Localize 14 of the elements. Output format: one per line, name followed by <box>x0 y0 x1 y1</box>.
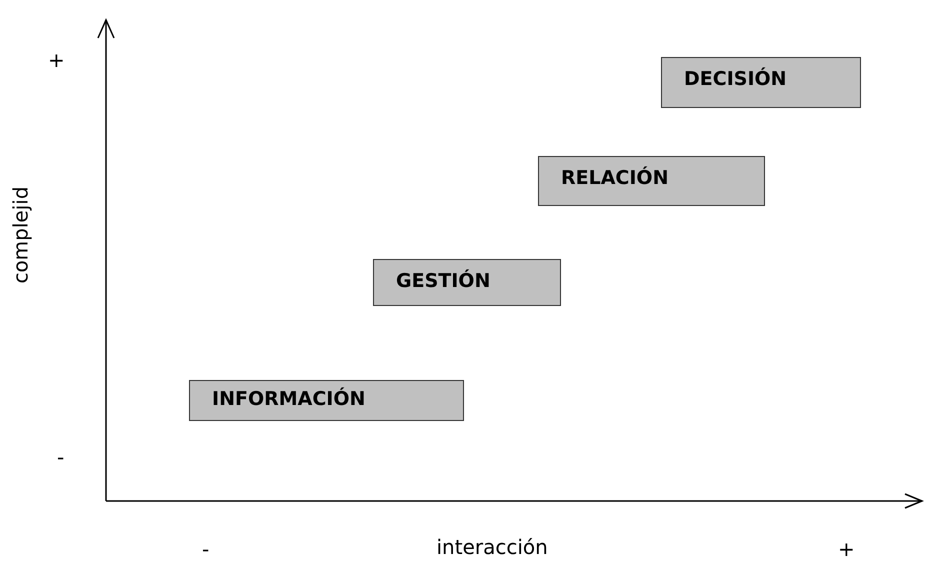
axis-min-label: - <box>57 445 64 469</box>
category-box <box>538 156 765 206</box>
axis-max-label: + <box>48 48 65 72</box>
box-label: DECISIÓN <box>684 68 787 90</box>
category-box <box>661 57 861 108</box>
axis-min-label: - <box>202 537 210 561</box>
box-label: GESTIÓN <box>396 270 490 292</box>
axis-title: complejid <box>8 186 32 284</box>
axis-max-label: + <box>838 537 855 561</box>
box-label: INFORMACIÓN <box>212 388 366 410</box>
category-box <box>189 380 464 421</box>
box-label: RELACIÓN <box>561 167 668 189</box>
category-box <box>373 259 561 306</box>
axis-title: interacción <box>436 535 548 559</box>
